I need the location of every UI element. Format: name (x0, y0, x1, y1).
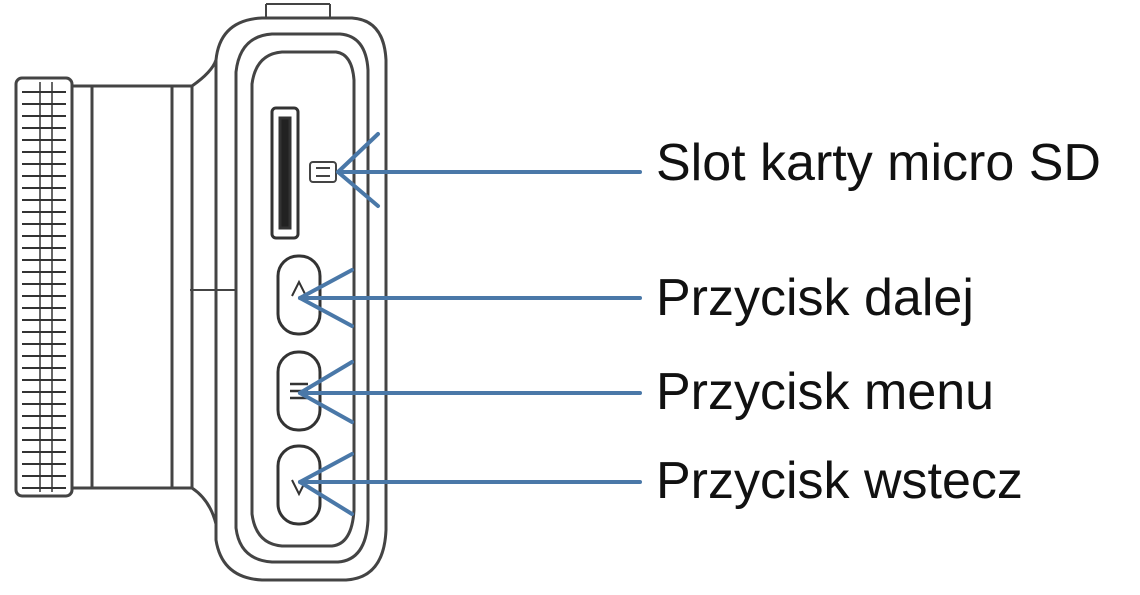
up-arrow-icon (291, 279, 307, 297)
label-sd-slot: Slot karty micro SD (656, 134, 1101, 192)
label-back-button: Przycisk wstecz (656, 452, 1023, 510)
body-side-panel (250, 50, 356, 548)
body-neck (190, 59, 218, 525)
lens-assembly (14, 76, 194, 498)
back-button[interactable] (276, 444, 322, 526)
callout-next-button (298, 268, 642, 328)
lens-barrel (70, 84, 194, 490)
callout-sd-slot (336, 132, 642, 208)
label-next-button: Przycisk dalej (656, 269, 974, 327)
callout-lines (298, 132, 642, 516)
callout-menu-button (298, 360, 642, 424)
lens-knurl-pattern (22, 82, 66, 492)
callout-back-button (298, 452, 642, 516)
next-button[interactable] (276, 254, 322, 336)
body-inner-contour (234, 32, 370, 564)
sd-card-slot (270, 106, 300, 240)
label-menu-button: Przycisk menu (656, 363, 995, 421)
